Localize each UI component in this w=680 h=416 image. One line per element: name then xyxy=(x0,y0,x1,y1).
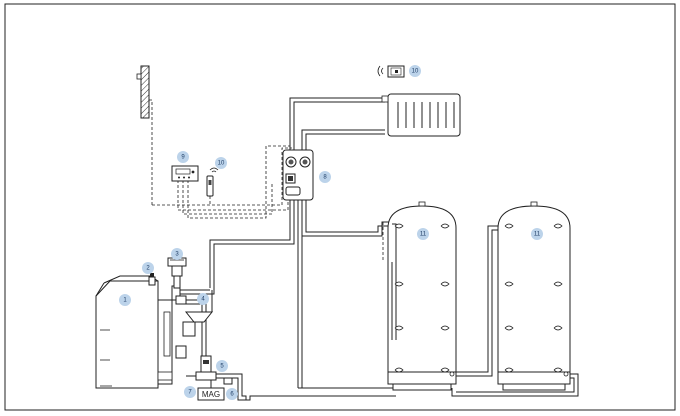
badge-1: 1 xyxy=(119,294,131,306)
mag-label: MAG xyxy=(202,390,220,399)
badge-9-text: 9 xyxy=(181,155,185,161)
wireless-temperature-sensor xyxy=(206,167,219,197)
badge-1-text: 1 xyxy=(123,298,127,304)
wireless-room-unit xyxy=(377,65,405,78)
pump-station xyxy=(282,149,314,201)
filling-valve xyxy=(223,377,233,385)
badge-11-right-text: 11 xyxy=(534,232,541,238)
badge-11-right: 11 xyxy=(531,228,543,240)
outdoor-wall-sensor xyxy=(136,65,153,205)
badge-3: 3 xyxy=(171,248,183,260)
safety-valve xyxy=(148,273,156,286)
badge-10-left-text: 10 xyxy=(218,161,225,167)
badge-8-text: 8 xyxy=(323,175,327,181)
thermal-valve xyxy=(184,290,214,323)
badge-9: 9 xyxy=(177,151,189,163)
badge-3-text: 3 xyxy=(175,252,179,258)
expansion-vessel: MAG xyxy=(197,380,225,401)
solid-fuel-boiler xyxy=(95,275,196,389)
badge-11-left: 11 xyxy=(417,228,429,240)
badge-7-text: 7 xyxy=(188,390,192,396)
badge-11-left-text: 11 xyxy=(420,232,427,238)
badge-5-text: 5 xyxy=(220,364,224,370)
badge-7: 7 xyxy=(184,386,196,398)
badge-8: 8 xyxy=(319,171,331,183)
badge-2: 2 xyxy=(142,262,154,274)
badge-2-text: 2 xyxy=(146,266,150,272)
thermal-discharge-valve xyxy=(167,257,187,289)
badge-5: 5 xyxy=(216,360,228,372)
return-valve xyxy=(186,355,243,392)
badge-10-left: 10 xyxy=(215,157,227,169)
control-cables xyxy=(152,145,384,260)
badge-6-text: 6 xyxy=(230,392,234,398)
badge-6: 6 xyxy=(226,388,238,400)
badge-4-text: 4 xyxy=(201,297,205,303)
buffer-tank-right xyxy=(497,201,571,391)
heating-controller xyxy=(171,165,199,182)
radiator xyxy=(381,93,461,137)
badge-4: 4 xyxy=(197,293,209,305)
badge-10-right: 10 xyxy=(409,65,421,77)
diagram-frame xyxy=(4,3,676,411)
buffer-tank-left xyxy=(387,201,457,391)
badge-10-right-text: 10 xyxy=(412,69,419,75)
